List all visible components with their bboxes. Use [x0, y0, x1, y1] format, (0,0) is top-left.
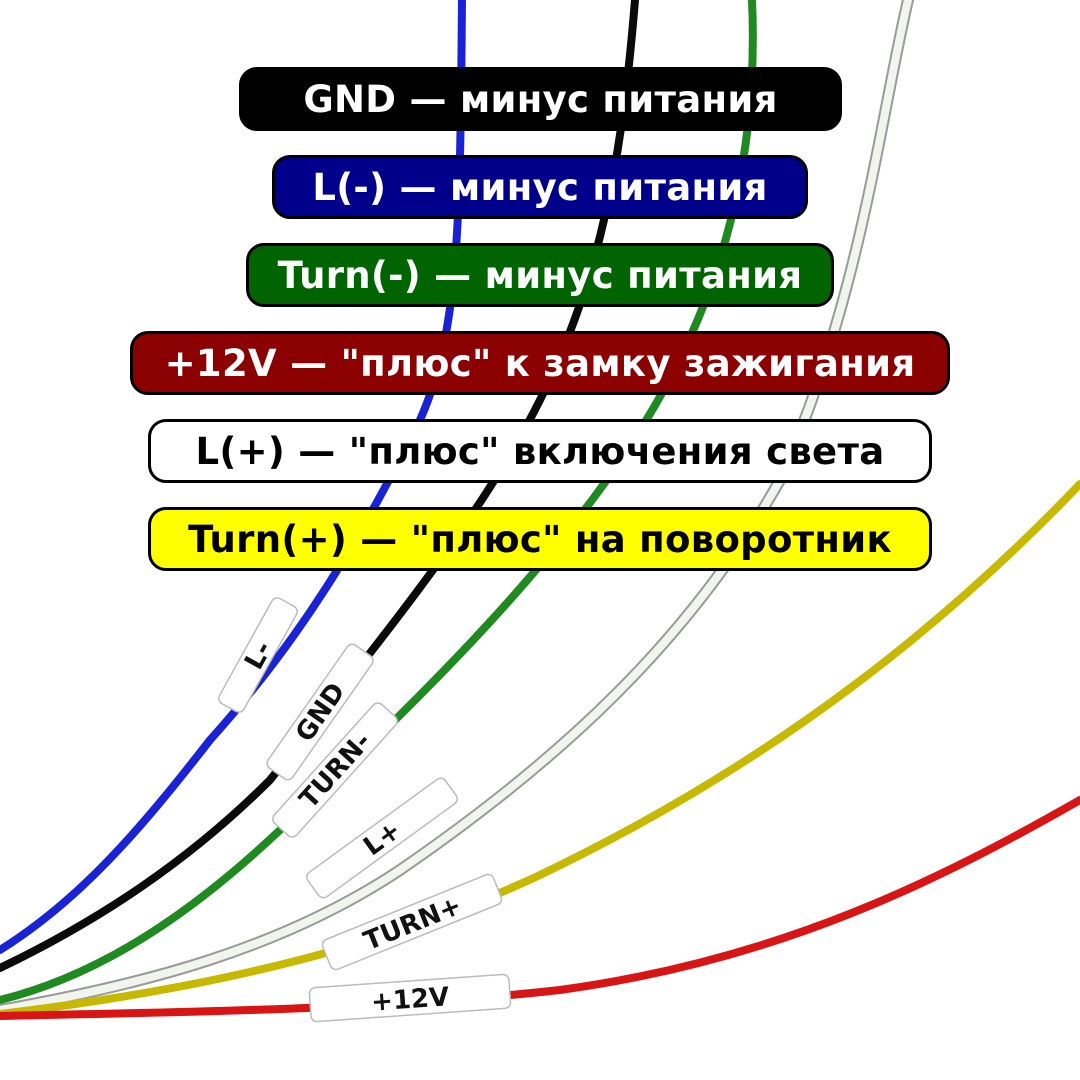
- legend-12v-text: +12V — "плюс" к замку зажигания: [164, 341, 916, 385]
- legend-gnd-text: GND — минус питания: [303, 77, 778, 121]
- legend-turn-minus-text: Turn(-) — минус питания: [277, 253, 803, 297]
- white-wire: [0, 0, 912, 1014]
- legend-l-minus: L(-) — минус питания: [272, 155, 808, 219]
- legend-turn-plus: Turn(+) — "плюс" на поворотник: [148, 507, 932, 571]
- blue-wire-tube: L-: [218, 597, 298, 713]
- v12-tube-label: +12V: [370, 982, 450, 1017]
- l-plus-wire-tube: L+: [306, 777, 458, 899]
- turn-plus-wire-tube: TURN+: [321, 873, 503, 971]
- v12-wire-tube: +12V: [308, 973, 512, 1023]
- legend-l-minus-text: L(-) — минус питания: [312, 165, 768, 209]
- white-wire-outline: [0, 0, 914, 1016]
- legend-turn-plus-text: Turn(+) — "плюс" на поворотник: [188, 517, 892, 561]
- legend-turn-minus: Turn(-) — минус питания: [246, 243, 834, 307]
- red-wire: [0, 796, 1080, 1020]
- yellow-wire: [0, 480, 1080, 1018]
- black-wire: [0, 0, 639, 972]
- legend-12v: +12V — "плюс" к замку зажигания: [130, 331, 950, 395]
- turn-plus-tube-label: TURN+: [360, 891, 466, 957]
- legend-l-plus: L(+) — "плюс" включения света: [148, 419, 932, 483]
- legend-l-plus-text: L(+) — "плюс" включения света: [195, 429, 885, 473]
- green-wire: [0, 0, 757, 1004]
- legend-gnd: GND — минус питания: [239, 67, 842, 131]
